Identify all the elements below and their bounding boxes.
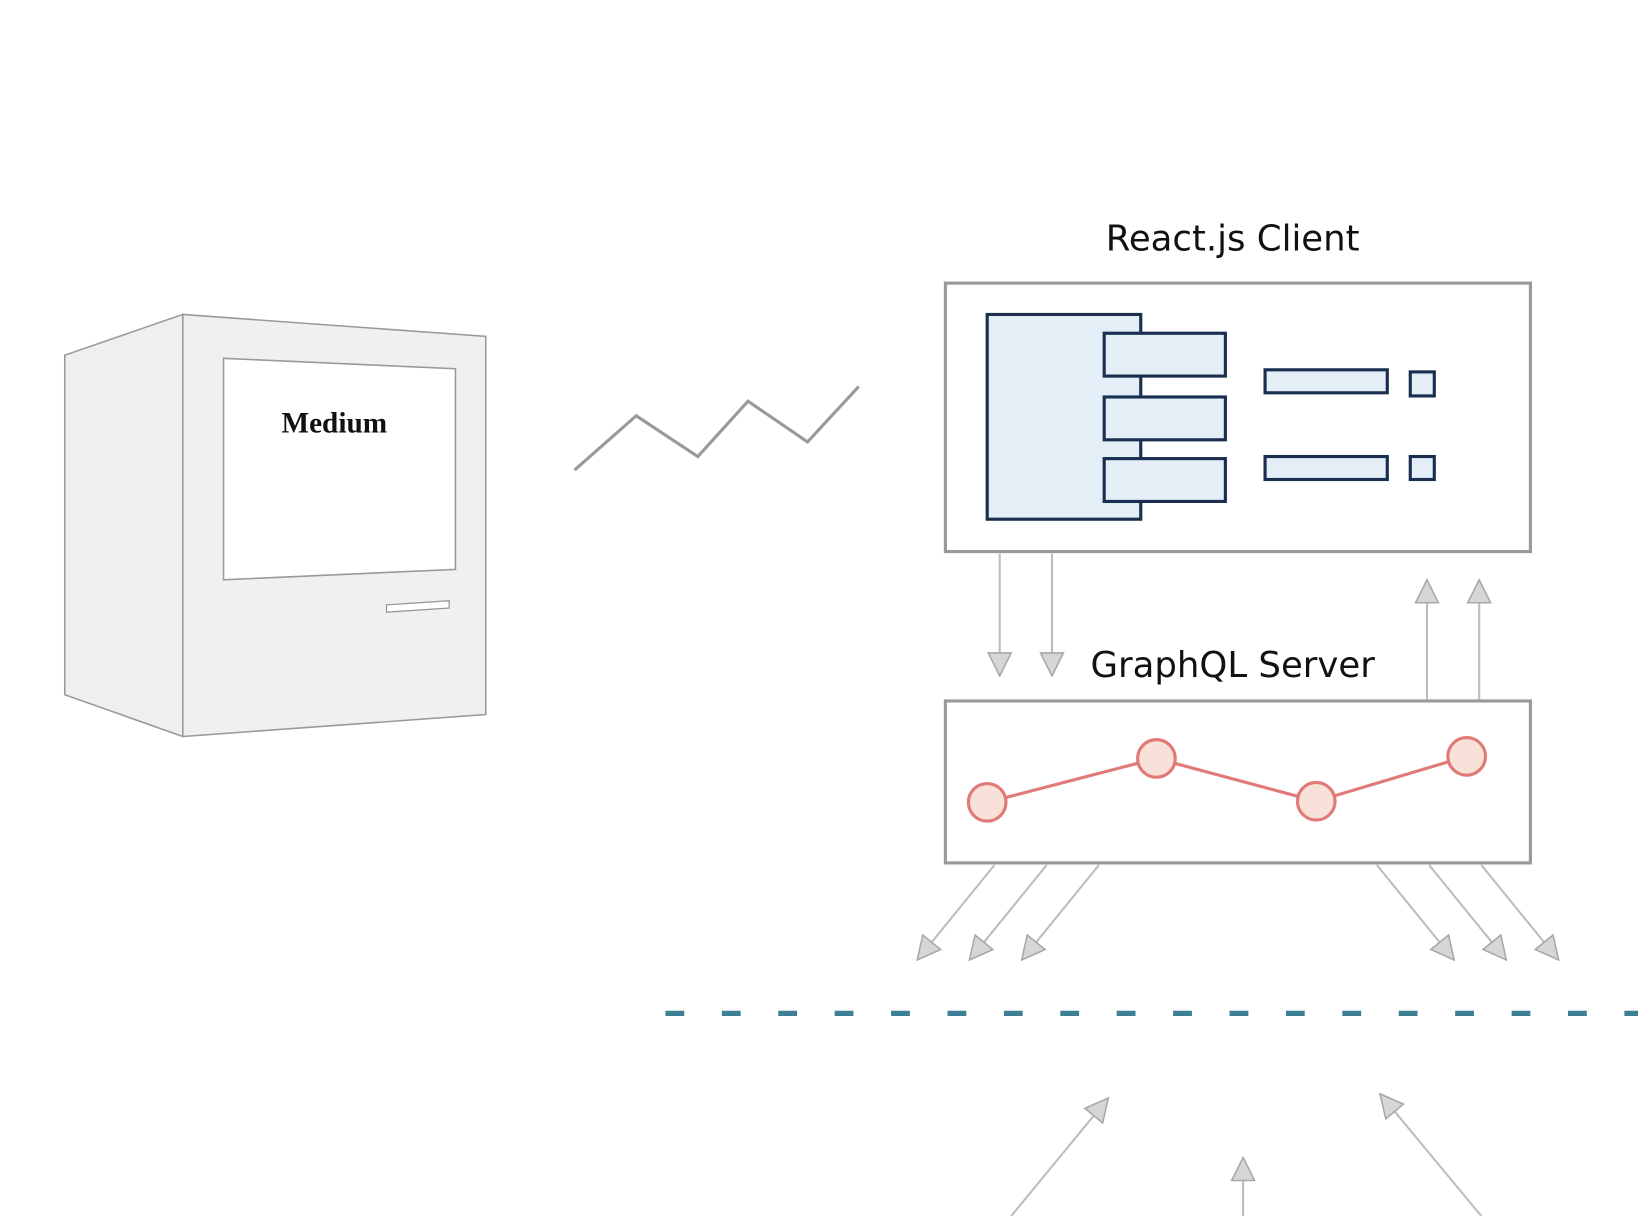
component-bar-1 (1263, 368, 1389, 395)
resolver-node (966, 781, 1008, 823)
computer-screen (222, 357, 457, 581)
component-square-2 (1408, 454, 1436, 482)
server-box (943, 699, 1532, 865)
component-square-1 (1408, 370, 1436, 398)
server-label: GraphQL Server (1091, 645, 1376, 686)
component-child-1 (1102, 331, 1227, 378)
component-child-2 (1102, 395, 1227, 442)
response-arrows (1427, 580, 1479, 700)
resolver-graph-edges (986, 754, 1468, 804)
computer-disk-slot (385, 600, 450, 613)
network-connection-icon (573, 385, 860, 472)
computer-side (63, 313, 184, 738)
backend-request-arrows (917, 864, 1558, 960)
component-bar-2 (1263, 454, 1389, 482)
backend-response-arrows (1010, 1094, 1483, 1216)
request-arrows (1000, 553, 1052, 676)
client-box (943, 281, 1532, 554)
client-label: React.js Client (1106, 219, 1360, 260)
screen-text: Medium (281, 407, 387, 439)
resolver-node (1136, 738, 1177, 779)
resolver-node (1446, 735, 1488, 777)
resolver-node (1295, 780, 1337, 822)
component-child-3 (1102, 457, 1227, 504)
computer-icon: Medium (63, 313, 487, 738)
